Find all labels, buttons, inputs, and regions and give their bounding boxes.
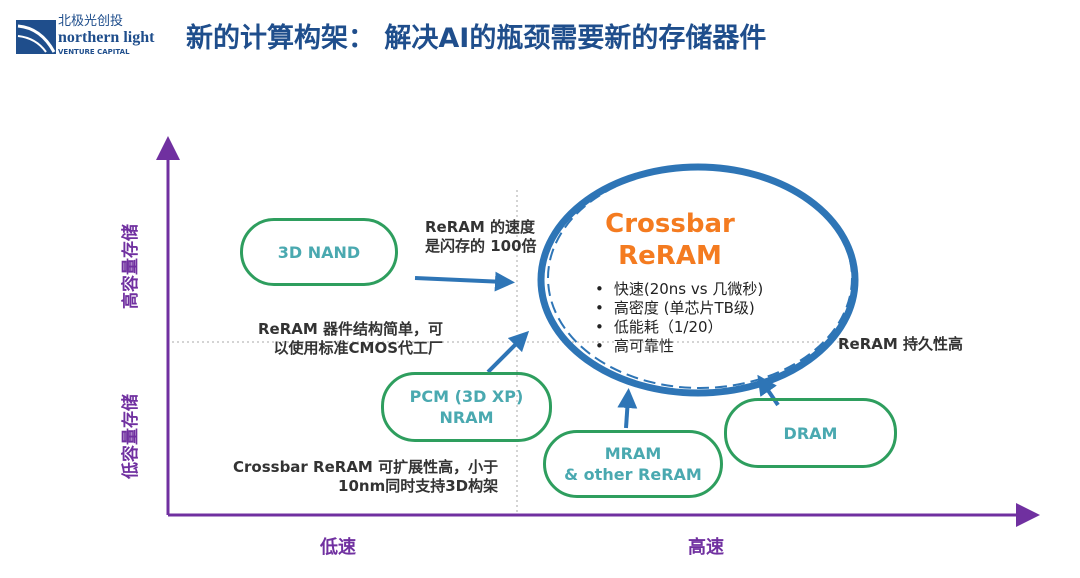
logo-icon xyxy=(16,20,56,54)
feature-item: 快速(20ns vs 几微秒) xyxy=(595,280,763,299)
box-3d-nand: 3D NAND xyxy=(240,218,398,286)
arrow-mram xyxy=(617,388,638,429)
feature-list: 快速(20ns vs 几微秒) 高密度 (单芯片TB级) 低能耗（1/20） 高… xyxy=(595,280,763,356)
feature-item: 高可靠性 xyxy=(595,337,763,356)
box-pcm-nram: PCM (3D XP) NRAM xyxy=(381,372,552,442)
y-label-low: 低容量存储 xyxy=(121,394,141,479)
page-title: 新的计算构架： 解决AI的瓶颈需要新的存储器件 xyxy=(186,23,767,54)
feature-item: 高密度 (单芯片TB级) xyxy=(595,299,763,318)
logo-cn: 北极光创投 xyxy=(58,14,124,29)
note-endurance: ReRAM 持久性高 xyxy=(838,335,964,353)
arrow-dram xyxy=(757,374,780,407)
note-speed: ReRAM 的速度 是闪存的 100倍 xyxy=(425,218,537,255)
arrow-nand xyxy=(414,271,515,292)
x-label-low: 低速 xyxy=(320,537,356,558)
arrow-pcm xyxy=(486,330,530,374)
note-scale: Crossbar ReRAM 可扩展性高，小于 10nm同时支持3D构架 xyxy=(233,458,499,495)
logo-sub: VENTURE CAPITAL xyxy=(58,48,130,56)
crossbar-title: Crossbar ReRAM xyxy=(605,209,735,271)
feature-item: 低能耗（1/20） xyxy=(595,318,763,337)
y-label-high: 高容量存储 xyxy=(121,224,141,309)
logo-en: northern light xyxy=(58,29,155,46)
box-dram: DRAM xyxy=(724,398,897,468)
crossbar-circle xyxy=(537,163,859,397)
box-mram: MRAM & other ReRAM xyxy=(543,430,723,498)
note-cmos: ReRAM 器件结构简单，可 以使用标准CMOS代工厂 xyxy=(258,320,444,357)
x-label-high: 高速 xyxy=(688,537,724,558)
